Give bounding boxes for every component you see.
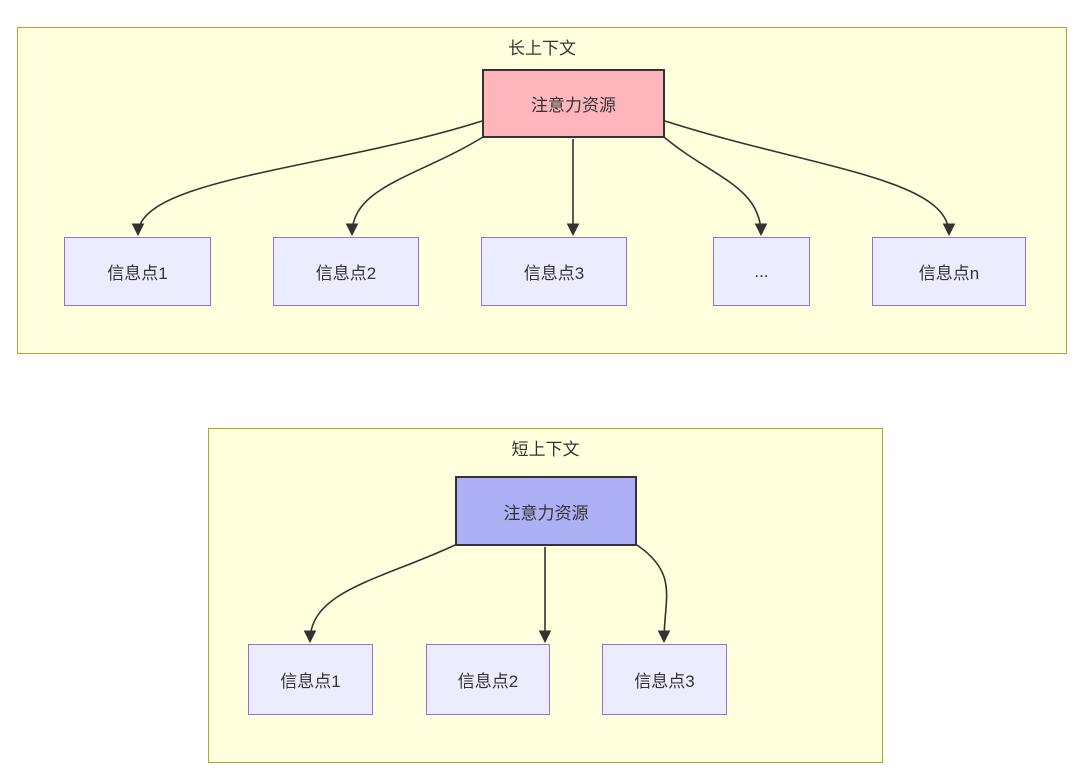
node-long-attention-resource: 注意力资源 [482,69,665,138]
node-long-info1: 信息点1 [64,237,211,306]
node-short-info2: 信息点2 [426,644,550,715]
cluster-short-context-title: 短上下文 [511,440,580,459]
node-short-attention-resource: 注意力资源 [455,476,637,546]
node-long-ellipsis: ... [713,237,810,306]
cluster-long-context-title: 长上下文 [508,39,576,58]
node-long-info2: 信息点2 [273,237,419,306]
node-short-info1: 信息点1 [248,644,373,715]
node-long-infon: 信息点n [872,237,1026,306]
node-short-info3: 信息点3 [602,644,727,715]
node-long-info3: 信息点3 [481,237,627,306]
